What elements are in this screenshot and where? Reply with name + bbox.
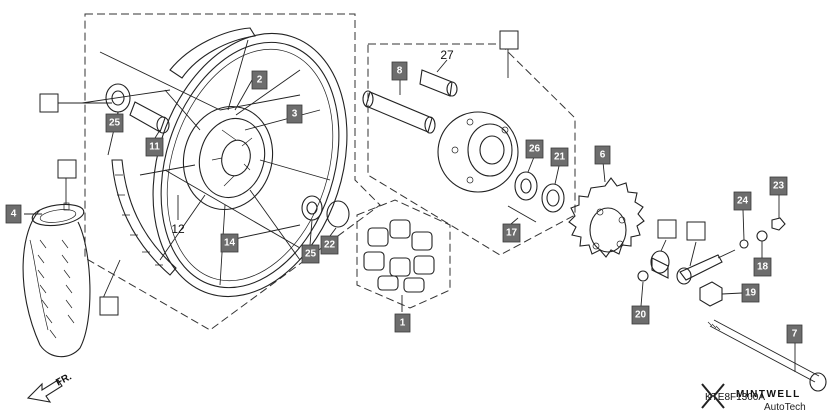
brand-logo: MINTWELL AutoTech (701, 383, 806, 413)
callout-label: 22 (324, 240, 336, 251)
callout-label: 14 (224, 238, 236, 249)
rear-axle (707, 319, 827, 392)
callout-label: 21 (554, 152, 566, 163)
callout-label: 3 (292, 109, 298, 120)
callout-label: 4 (11, 209, 17, 220)
flange-oil-seal (541, 183, 565, 213)
callout-label: 25 (305, 249, 317, 260)
callout-19: 19 (741, 283, 760, 303)
callout-18: 18 (753, 257, 772, 277)
stud-bolt (507, 205, 537, 223)
callout-label: 26 (529, 144, 541, 155)
collar (129, 101, 170, 134)
empty-callout-box (686, 221, 706, 241)
callout-label: 2 (257, 75, 263, 86)
front-direction-arrow: FR. (26, 371, 74, 403)
callout-21: 21 (550, 147, 569, 167)
bearing-right (301, 195, 323, 221)
empty-callout-box (657, 219, 677, 239)
rim-strip-lower (111, 159, 177, 276)
callout-label: 25 (109, 118, 121, 129)
spacer-27 (419, 69, 458, 97)
washer-24 (739, 239, 749, 249)
label-27: 27 (440, 48, 454, 62)
callout-26: 26 (525, 139, 544, 159)
brand-tagline: AutoTech (764, 402, 806, 413)
callout-25-right: 25 (301, 244, 320, 264)
oil-seal (326, 200, 350, 228)
tire (22, 178, 91, 358)
callout-8: 8 (391, 61, 408, 81)
driven-sprocket (568, 177, 645, 258)
callout-label: 6 (600, 150, 606, 161)
wheel-assembly-outline (84, 13, 381, 331)
direction-label: FR. (54, 371, 74, 388)
callout-4: 4 (5, 204, 22, 224)
empty-callout-box (57, 159, 77, 179)
damper-assembly-outline (356, 199, 451, 309)
rim (152, 32, 348, 298)
diagram-code: KTE8F1300A (705, 392, 765, 403)
callout-label: 23 (773, 181, 785, 192)
callout-23: 23 (769, 176, 788, 196)
callout-14: 14 (220, 233, 239, 253)
spokes (139, 39, 331, 286)
callout-2: 2 (251, 70, 268, 90)
brand-name: MINTWELL (736, 389, 801, 400)
callout-label: 18 (757, 262, 769, 273)
side-collar (650, 250, 670, 279)
callout-label: 11 (149, 142, 160, 153)
callout-label: 17 (506, 228, 518, 239)
callout-label: 19 (745, 288, 757, 299)
callout-label: 24 (737, 196, 749, 207)
axle-sleeve (362, 90, 436, 134)
label-12: 12 (171, 222, 185, 236)
empty-callout-box (99, 296, 119, 316)
callout-22: 22 (320, 235, 339, 255)
leader-lines (24, 40, 796, 372)
empty-callout-box (39, 93, 59, 113)
callout-17: 17 (502, 223, 521, 243)
wheel-hub (182, 105, 274, 211)
callout-11: 11 (145, 137, 164, 157)
flange-nut-20 (637, 270, 649, 282)
chain-adjuster (676, 249, 736, 285)
damper-rubbers (363, 219, 435, 293)
rim-strip-upper (169, 27, 256, 79)
callout-25-left: 25 (105, 113, 124, 133)
callout-1: 1 (394, 313, 411, 333)
callout-3: 3 (286, 104, 303, 124)
callout-label: 7 (792, 329, 798, 340)
sprocket-flange (437, 111, 519, 193)
flange-bearing (514, 171, 538, 201)
callout-label: 8 (397, 66, 403, 77)
callout-24: 24 (733, 191, 752, 211)
empty-callout-box (499, 30, 519, 50)
callout-6: 6 (594, 145, 611, 165)
callout-7: 7 (786, 324, 803, 344)
callout-label: 20 (635, 310, 647, 321)
callout-label: 1 (400, 318, 406, 329)
callout-20: 20 (631, 305, 650, 325)
nut-23 (771, 217, 786, 231)
nut-18 (756, 230, 768, 242)
axle-nut (699, 281, 723, 307)
